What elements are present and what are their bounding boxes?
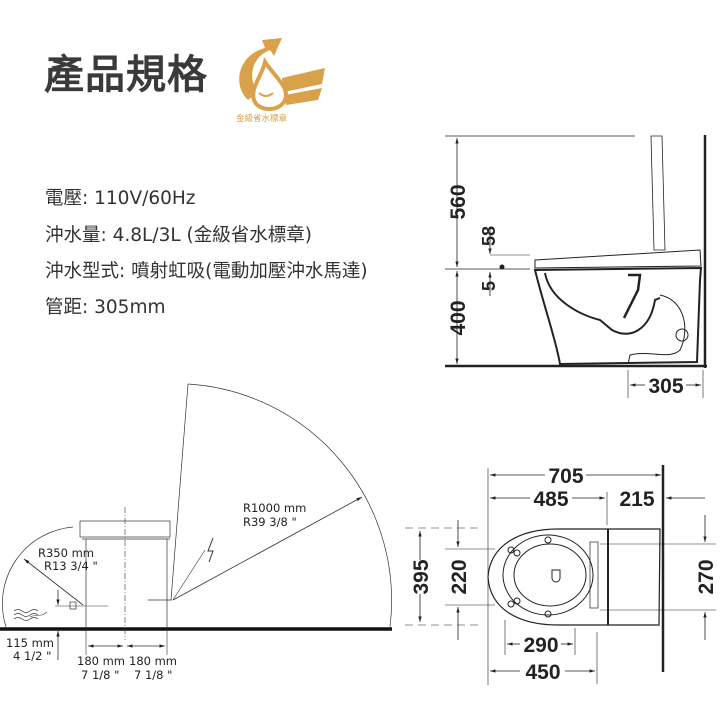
dim-220: 220 [448,559,471,594]
spec-value: 110V/60Hz [94,188,196,209]
r350-mm-label: R350 mm [38,546,94,560]
spec-label: 沖水型式 [45,261,120,282]
logo-text: 金級省水標章 [236,113,288,124]
r1000-in-label: R39 3/8 " [243,515,297,529]
spec-voltage: 電壓: 110V/60Hz [45,188,196,209]
side-view-drawing [445,135,707,398]
dim-270: 270 [695,559,718,594]
dim-560: 560 [447,184,470,219]
top-view-drawing [405,465,716,685]
clearance-drawing [0,383,392,660]
dim-5: 5 [479,281,499,291]
page-title: 產品規格 [44,52,208,98]
spec-flush-type: 沖水型式: 噴射虹吸(電動加壓沖水馬達) [45,261,368,282]
water-height-in-label: 4 1/2 " [13,649,51,663]
left-clearance-in-label: 7 1/8 " [81,668,119,682]
water-saving-logo: 金級省水標章 [236,38,325,124]
spec-value: 4.8L/3L (金級省水標章) [112,225,312,246]
spec-label: 電壓 [45,188,83,209]
spec-label: 沖水量 [45,225,101,246]
dim-305: 305 [648,375,683,398]
left-clearance-mm-label: 180 mm [77,654,125,668]
r1000-mm-label: R1000 mm [243,501,306,515]
dim-395: 395 [410,559,433,594]
dim-215: 215 [619,488,654,511]
right-clearance-mm-label: 180 mm [129,654,177,668]
dim-290: 290 [523,634,558,657]
dim-485: 485 [533,488,568,511]
spec-value: 噴射虹吸(電動加壓沖水馬達) [131,261,368,282]
dim-450: 450 [525,661,560,684]
r350-in-label: R13 3/4 " [44,559,98,573]
spec-flush-volume: 沖水量: 4.8L/3L (金級省水標章) [45,225,312,246]
spec-rough-in: 管距: 305mm [45,297,166,318]
right-clearance-in-label: 7 1/8 " [134,668,172,682]
spec-value: 305mm [94,297,166,318]
water-height-mm-label: 115 mm [6,636,54,650]
dim-58: 58 [479,226,499,246]
spec-label: 管距 [45,297,83,318]
dim-400: 400 [447,300,470,335]
dim-705: 705 [548,465,583,488]
